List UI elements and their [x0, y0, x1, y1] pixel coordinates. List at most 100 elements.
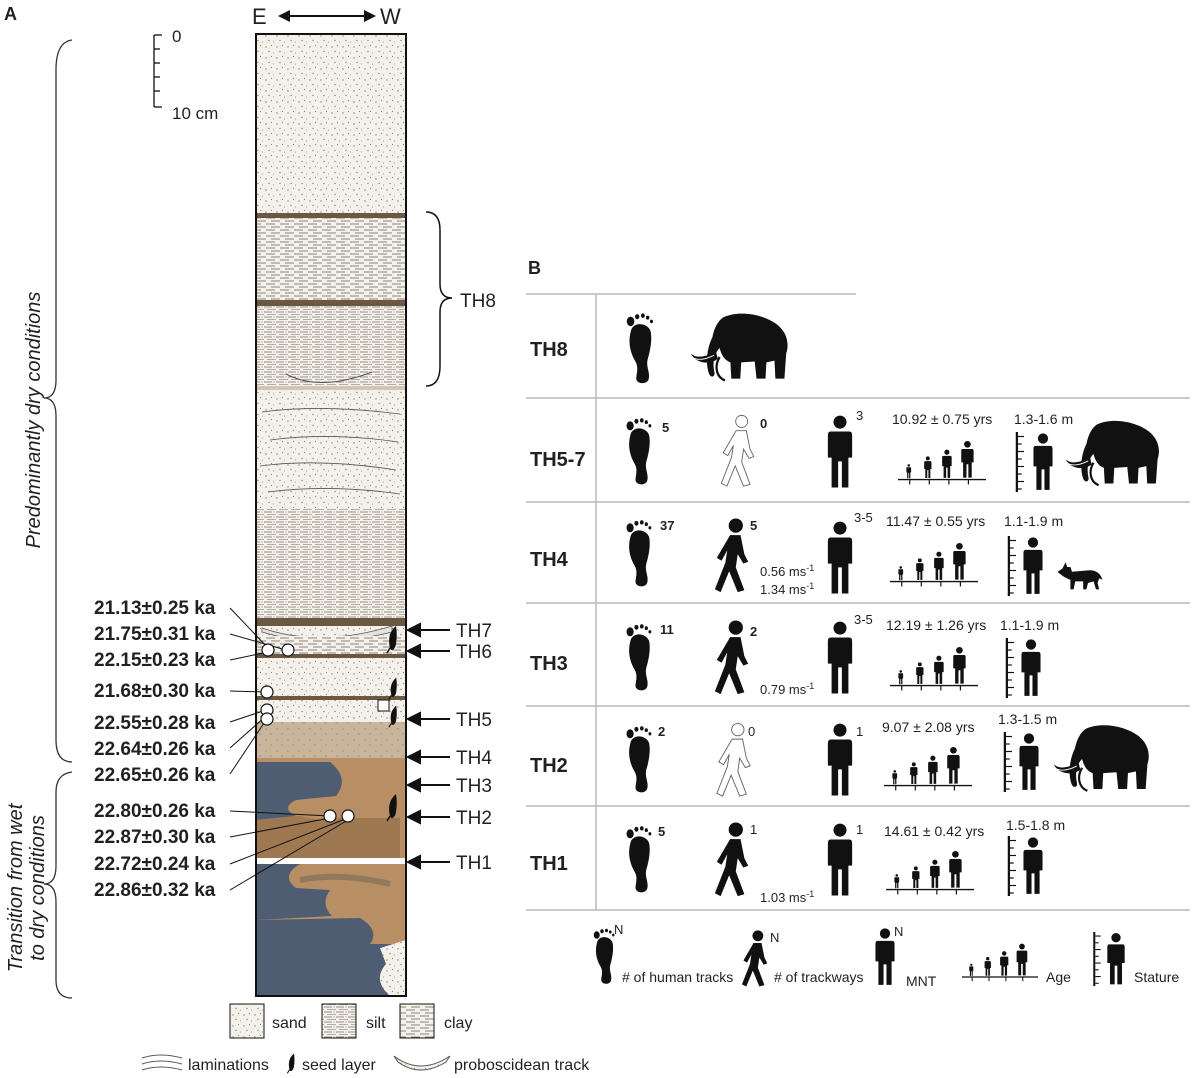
footprint-icon — [626, 624, 652, 691]
age-value: 9.07 ± 2.08 yrs — [882, 719, 975, 735]
legend-silt: silt — [366, 1015, 386, 1032]
age-value: 12.19 ± 1.26 yrs — [886, 617, 986, 633]
mnt-count: 1 — [856, 822, 863, 837]
walker-icon — [714, 822, 749, 897]
legend-clay: clay — [444, 1015, 472, 1032]
age-group-icon — [890, 543, 978, 587]
row-name: TH5-7 — [530, 449, 586, 471]
tracks-count: 2 — [658, 724, 665, 739]
speed-value: 0.56 ms-1 — [760, 563, 814, 579]
scale-bar — [153, 34, 162, 108]
stature-value: 1.1-1.9 m — [1004, 513, 1063, 529]
footprint-icon — [626, 520, 652, 587]
ruler-icon — [1092, 932, 1102, 986]
age-label: 22.65±0.26 ka — [94, 765, 216, 786]
mnt-count: 1 — [856, 724, 863, 739]
stature-value: 1.1-1.9 m — [1000, 617, 1059, 633]
trackways-count: 5 — [750, 518, 757, 533]
age-label: 22.15±0.23 ka — [94, 650, 216, 671]
footprint-icon — [626, 726, 652, 793]
tracks-count: 11 — [660, 622, 674, 637]
mammoth-icon — [689, 312, 789, 382]
trackways-count: 2 — [750, 624, 757, 639]
row-name: TH1 — [530, 853, 568, 875]
row-name: TH4 — [530, 549, 569, 571]
age-group-icon — [886, 851, 974, 895]
tracks-count: 5 — [658, 824, 665, 839]
legend-n: N — [894, 924, 903, 939]
age-label: 22.64±0.26 ka — [94, 739, 216, 760]
layer-label: TH5 — [456, 710, 492, 731]
walker-outline-icon — [720, 414, 755, 487]
legend-seed-layer: seed layer — [302, 1057, 376, 1074]
age-group-icon — [898, 441, 986, 485]
age-label: 21.68±0.30 ka — [94, 681, 216, 702]
person-icon — [827, 621, 853, 694]
person-icon — [827, 723, 853, 796]
age-label: 22.87±0.30 ka — [94, 827, 216, 848]
age-label: 22.55±0.28 ka — [94, 713, 216, 734]
person-icon — [1021, 639, 1041, 696]
legend-trackways: # of trackways — [774, 969, 863, 985]
trackways-count: 0 — [748, 724, 755, 739]
age-label: 22.72±0.24 ka — [94, 854, 216, 875]
mammoth-icon — [1064, 419, 1161, 487]
speed-value: 1.34 ms-1 — [760, 581, 814, 597]
person-icon — [1023, 537, 1043, 594]
legend-laminations: laminations — [188, 1057, 269, 1074]
speed-value: 0.79 ms-1 — [760, 681, 814, 697]
person-icon — [1023, 837, 1043, 894]
th8-label: TH8 — [460, 291, 496, 312]
walker-icon — [741, 930, 768, 987]
track-swatch — [393, 1055, 451, 1071]
dry-conditions-label: Predominantly dry conditions — [23, 292, 45, 549]
person-icon — [827, 823, 853, 896]
age-value: 14.61 ± 0.42 yrs — [884, 823, 984, 839]
legend-stature: Stature — [1134, 969, 1179, 985]
sand-swatch — [229, 1003, 265, 1039]
scale-bottom: 10 cm — [172, 104, 218, 123]
direction-arrow — [278, 10, 376, 22]
silt-swatch — [321, 1003, 357, 1039]
legend-n: N — [770, 930, 779, 945]
age-group-icon — [962, 944, 1038, 982]
layer-label: TH3 — [456, 776, 492, 797]
layer-label: TH2 — [456, 808, 492, 829]
walker-outline-icon — [716, 722, 751, 797]
legend-tracks: # of human tracks — [622, 969, 733, 985]
footprint-icon — [626, 313, 653, 384]
ruler-icon — [1006, 836, 1017, 896]
mnt-count: 3 — [856, 408, 863, 423]
table-grid — [526, 293, 1190, 911]
age-label: 22.80±0.26 ka — [94, 801, 216, 822]
sample-leaders — [229, 607, 349, 891]
person-icon — [827, 415, 853, 488]
footprint-icon — [626, 826, 652, 893]
person-icon — [1019, 733, 1039, 790]
age-label: 21.75±0.31 ka — [94, 624, 216, 645]
layer-label: TH1 — [456, 853, 492, 874]
seed-layer-icon — [286, 1052, 296, 1074]
row-name: TH2 — [530, 755, 568, 777]
legend-mnt: MNT — [906, 973, 937, 989]
age-value: 10.92 ± 0.75 yrs — [892, 411, 992, 427]
legend-age: Age — [1046, 969, 1071, 985]
sample-circles — [260, 643, 355, 823]
person-icon — [875, 928, 895, 985]
east-label: E — [252, 4, 267, 29]
layer-arrows — [405, 622, 450, 870]
stature-value: 1.3-1.6 m — [1014, 411, 1073, 427]
layer-label: TH6 — [456, 642, 492, 663]
scale-top: 0 — [172, 27, 181, 46]
layer-label: TH7 — [456, 621, 492, 642]
tracks-count: 37 — [660, 518, 674, 533]
transition-brace — [43, 771, 73, 999]
age-label: 22.86±0.32 ka — [94, 880, 216, 901]
walker-icon — [714, 518, 749, 593]
ruler-icon — [1004, 638, 1015, 698]
trackways-count: 1 — [750, 822, 757, 837]
ruler-icon — [1002, 732, 1013, 792]
stature-value: 1.3-1.5 m — [998, 711, 1057, 727]
ruler-icon — [1014, 432, 1025, 492]
